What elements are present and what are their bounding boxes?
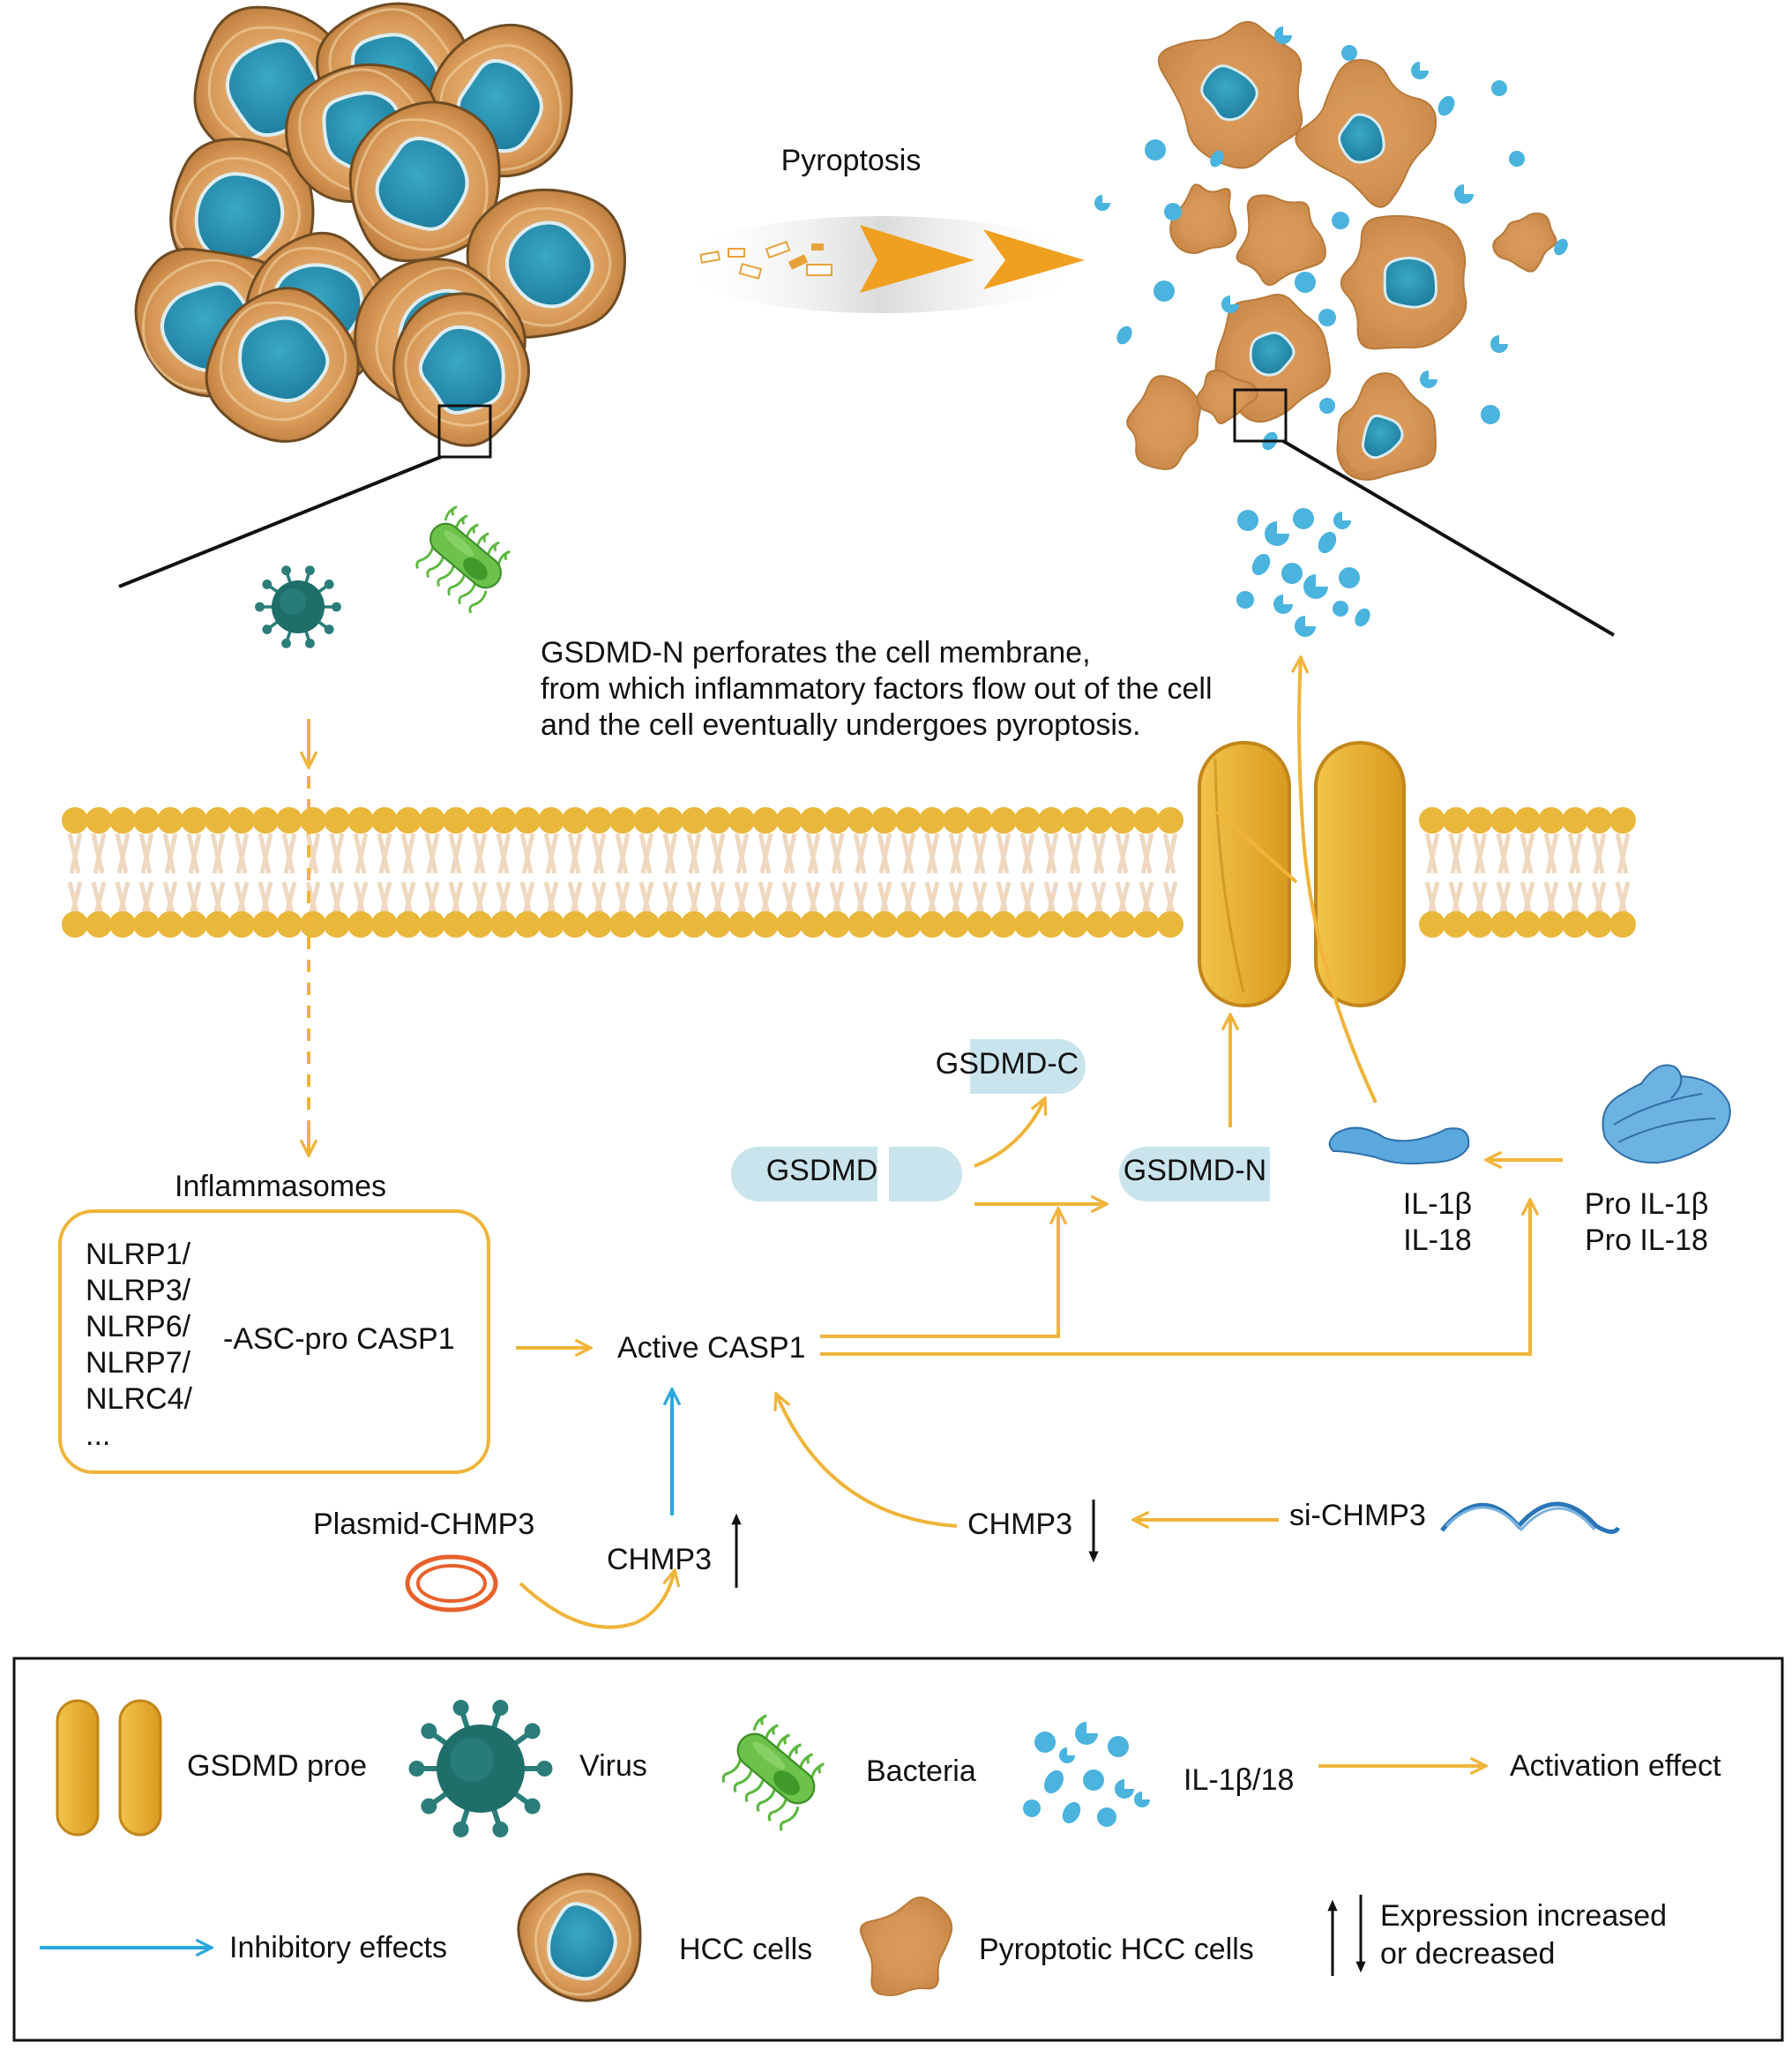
- hcc-cell: [205, 287, 360, 443]
- chmp3-up-label: CHMP3: [607, 1543, 713, 1576]
- gsdmd-pore: [1198, 741, 1406, 1007]
- hcc-cell-cluster: [134, 2, 626, 447]
- hcc-cell: [392, 292, 531, 447]
- membrane-caption-line-2: from which inflammatory factors flow out…: [541, 672, 1213, 706]
- pyroptotic-cell: [1336, 372, 1437, 481]
- legend-bacteria-icon: [721, 1714, 825, 1831]
- legend-label-inhibitory: Inhibitory effects: [229, 1931, 447, 1964]
- pyroptosis-label: Pyroptosis: [780, 144, 922, 177]
- cell-membrane: [62, 807, 1636, 938]
- nucleus: [375, 137, 469, 231]
- cluster-zoom-box: [437, 404, 492, 459]
- nucleus: [1338, 113, 1385, 164]
- sirna-icon: [1440, 1501, 1621, 1534]
- pro-il-1b-label: Pro IL-1β: [1584, 1187, 1709, 1221]
- nucleus: [418, 325, 505, 415]
- legend-label-bacteria: Bacteria: [866, 1754, 976, 1788]
- legend-virus-icon: [408, 1700, 553, 1837]
- pyroptotic-cell: [1196, 369, 1258, 424]
- pyroptotic-cell: [1214, 294, 1332, 423]
- pyroptotic-cell: [1236, 194, 1326, 287]
- pyroptotic-cell: [1126, 375, 1201, 470]
- inflammasomes-title: Inflammasomes: [175, 1170, 386, 1203]
- pathway-arrows: [309, 657, 1563, 1629]
- nlrp-item: NLRP3/: [86, 1274, 191, 1307]
- released-cytokines: [1236, 508, 1370, 637]
- pyroptosis-transition: [679, 216, 1085, 313]
- nucleus: [1200, 64, 1258, 122]
- nlrp-item: NLRP1/: [86, 1238, 191, 1271]
- pyroptosis-arrow-1: [860, 225, 974, 293]
- pyroptotic-cell: [1295, 58, 1437, 208]
- plasmid-icon: [405, 1554, 498, 1612]
- active-casp1-label: Active CASP1: [617, 1331, 806, 1365]
- nucleus: [194, 172, 285, 264]
- pyroptotic-cell-scatter: [1094, 20, 1568, 481]
- nucleus: [1249, 331, 1295, 377]
- membrane-caption-line-3: and the cell eventually undergoes pyropt…: [541, 708, 1141, 742]
- chmp3-down-label: CHMP3: [967, 1508, 1073, 1541]
- bacteria-icon: [415, 505, 511, 614]
- debris-fragments: [699, 240, 833, 280]
- gsdmd-label: GSDMD: [765, 1154, 878, 1187]
- legend-label-expression-1: Expression increased: [1380, 1899, 1668, 1933]
- pyroptotic-cell: [1157, 20, 1303, 169]
- legend-label-activation: Activation effect: [1510, 1749, 1721, 1783]
- legend-cytokine-fragments-icon: [1023, 1722, 1150, 1827]
- inflammasome-box: [58, 1209, 490, 1474]
- gsdmd-n-shape: [1119, 1147, 1270, 1201]
- pyroptosis-arrow-2: [983, 229, 1085, 289]
- legend-label-hcc: HCC cells: [679, 1933, 813, 1966]
- nlrp-item: NLRP7/: [86, 1346, 191, 1380]
- virus-icon: [255, 565, 341, 648]
- zoom-line-right: [1281, 439, 1616, 637]
- pyroptotic-zoom-box: [1233, 388, 1288, 443]
- legend-up-down-arrows-icon: [1327, 1895, 1366, 1976]
- nlrp-item: NLRC4/: [86, 1382, 192, 1416]
- legend-label-il1b-18: IL-1β/18: [1183, 1763, 1295, 1797]
- legend-pyroptotic-cell-icon: [859, 1897, 953, 1997]
- gsdmd-c-label: GSDMD-C: [935, 1047, 1079, 1081]
- il-mature-shape: [1328, 1126, 1470, 1165]
- nucleus: [237, 316, 330, 403]
- pro-il-18-label: Pro IL-18: [1585, 1223, 1708, 1257]
- membrane-caption-line-1: GSDMD-N perforates the cell membrane,: [541, 636, 1091, 670]
- gsdmd-protein: [731, 1147, 962, 1201]
- legend-hcc-cell-icon: [517, 1873, 642, 2002]
- pyroptotic-cell: [1340, 214, 1467, 350]
- nucleus: [1361, 414, 1404, 460]
- nucleus: [547, 1902, 617, 1981]
- legend-box: [12, 1657, 1784, 2042]
- legend-pyroptotic-cell: [859, 1897, 953, 1997]
- asc-pro-casp1-label: -ASC-pro CASP1: [223, 1322, 455, 1356]
- legend-label-virus: Virus: [579, 1749, 647, 1783]
- si-chmp3-label: si-CHMP3: [1289, 1499, 1426, 1532]
- gsdmd-n-label: GSDMD-N: [1123, 1154, 1267, 1187]
- il-18-label: IL-18: [1403, 1223, 1472, 1257]
- zoom-line-left: [118, 455, 442, 588]
- nlrp-item: ...: [86, 1418, 111, 1452]
- pyroptotic-cell: [1169, 183, 1237, 255]
- legend-gsdmd-pore-icon: [56, 1699, 162, 1837]
- nucleus: [505, 221, 594, 309]
- legend-label-expression-2: or decreased: [1380, 1937, 1556, 1971]
- plasmid-chmp3-label: Plasmid-CHMP3: [313, 1508, 535, 1541]
- il-1b-label: IL-1β: [1402, 1187, 1473, 1221]
- legend-label-pyroptotic: Pyroptotic HCC cells: [979, 1933, 1254, 1966]
- legend-label-gsdmd-pore: GSDMD proe: [187, 1749, 368, 1783]
- legend-hcc-cell: [517, 1873, 642, 2002]
- gsdmd-c-shape: [970, 1039, 1086, 1094]
- nlrp-item: NLRP6/: [86, 1310, 191, 1343]
- pro-il-shape: [1602, 1064, 1731, 1164]
- pyroptotic-cell: [1492, 212, 1557, 273]
- nucleus: [1383, 257, 1437, 309]
